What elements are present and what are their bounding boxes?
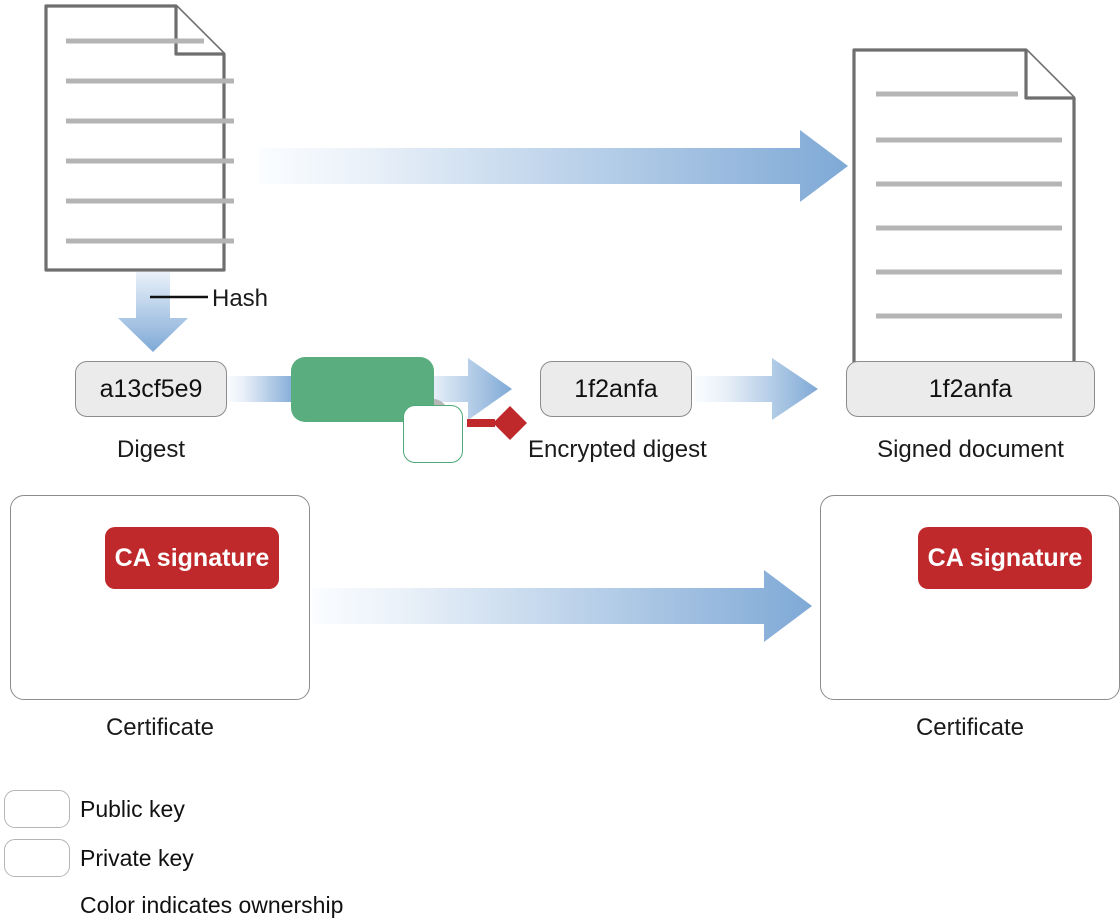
legend-note: Color indicates ownership xyxy=(80,892,344,918)
certificate-right-caption: Certificate xyxy=(915,714,1025,741)
legend-public-key-label: Public key xyxy=(80,796,185,822)
arrow-digest-to-encrypt xyxy=(226,376,296,402)
document-icon xyxy=(44,4,234,272)
arrow-document-to-signed xyxy=(258,130,848,202)
lock-badge xyxy=(403,405,463,463)
signed-document-caption: Signed document xyxy=(877,436,1064,463)
legend-private-key-box xyxy=(4,839,70,877)
certificate-right[interactable] xyxy=(820,495,1120,700)
ca-signature-badge: CA signature xyxy=(918,527,1092,589)
signed-document-icon xyxy=(852,48,1076,370)
certificate-left[interactable] xyxy=(10,495,310,700)
arrow-hash-down xyxy=(118,272,188,352)
legend-private-key-label: Private key xyxy=(80,845,194,871)
ca-signature-badge: CA signature xyxy=(105,527,279,589)
arrow-certificate-to-certificate xyxy=(312,570,812,642)
legend-public-key-box xyxy=(4,790,70,828)
encrypted-digest-box: 1f2anfa xyxy=(540,361,692,417)
digest-box: a13cf5e9 xyxy=(75,361,227,417)
arrow-encrypted-digest-to-signed xyxy=(694,358,818,420)
signed-document-stamp: 1f2anfa xyxy=(846,361,1095,417)
certificate-left-caption: Certificate xyxy=(105,714,215,741)
digest-caption: Digest xyxy=(116,436,186,463)
hash-label: Hash xyxy=(212,285,269,312)
encrypted-digest-caption: Encrypted digest xyxy=(528,436,707,463)
